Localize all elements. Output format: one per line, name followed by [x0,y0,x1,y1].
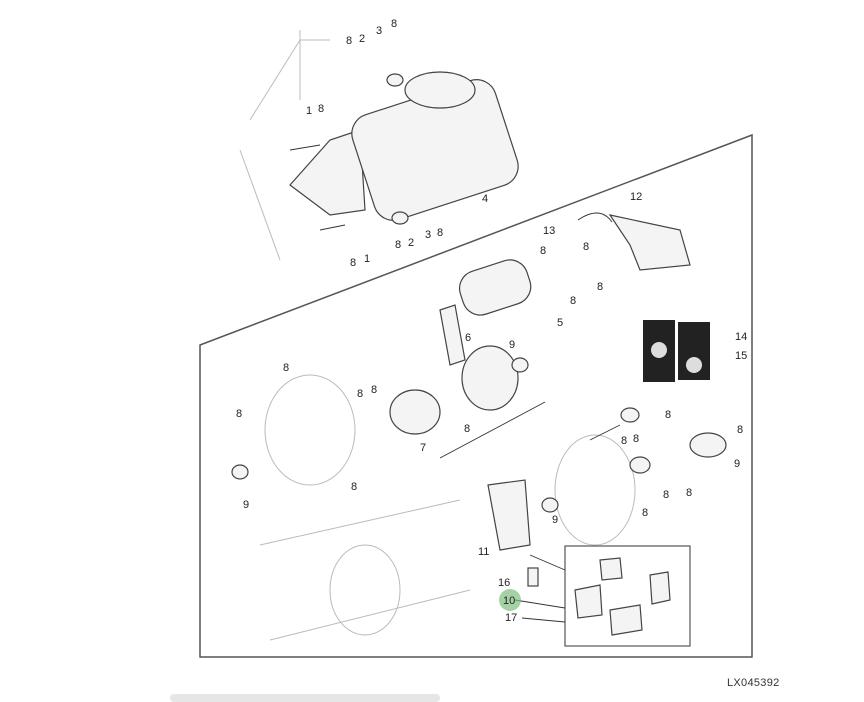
callout: 8 [570,295,576,307]
callout: 8 [357,388,363,400]
callout: 9 [509,339,515,351]
callout: 15 [735,350,747,362]
callout: 6 [465,332,471,344]
bottom-scroll-bar[interactable] [170,694,440,702]
callout: 17 [505,612,517,624]
callout: 14 [735,331,747,343]
callout: 5 [557,317,563,329]
callout: 3 [376,25,382,37]
callout: 4 [482,193,488,205]
callout: 8 [350,257,356,269]
callout: 8 [737,424,743,436]
callout: 8 [464,423,470,435]
callout: 8 [633,433,639,445]
callout: 12 [630,191,642,203]
callout: 8 [283,362,289,374]
callout: 9 [243,499,249,511]
callout: 10 [503,595,515,607]
callout: 8 [686,487,692,499]
callout: 11 [478,546,489,558]
installed-starter-assembly [239,30,519,261]
callout: 13 [543,225,555,237]
callout: 8 [236,408,242,420]
callout: 8 [621,435,627,447]
callout: 2 [408,237,414,249]
callout: 8 [395,239,401,251]
callout: 8 [391,18,397,30]
callout: 2 [359,33,365,45]
callout: 8 [318,103,324,115]
callout: 8 [346,35,352,47]
callout: 3 [425,229,431,241]
callout: 9 [734,458,740,470]
callout: 8 [371,384,377,396]
exploded-view-frame [199,133,753,658]
callout: 8 [597,281,603,293]
callout: 1 [364,253,370,265]
callout: 1 [306,105,312,117]
callout: 7 [420,442,426,454]
callout: 8 [665,409,671,421]
callout: 8 [663,489,669,501]
callout: 16 [498,577,510,589]
callout: 8 [437,227,443,239]
reference-code: LX045392 [727,677,780,689]
highlighted-callout-marker[interactable] [499,589,521,611]
callout: 9 [552,514,558,526]
callout: 8 [583,241,589,253]
callout: 8 [540,245,546,257]
callout: 8 [351,481,357,493]
callout: 8 [642,507,648,519]
callout-labels: 8 2 3 8 1 8 4 8 2 3 8 8 1 12 13 8 8 8 8 … [236,18,747,624]
exploded-parts [231,212,727,647]
